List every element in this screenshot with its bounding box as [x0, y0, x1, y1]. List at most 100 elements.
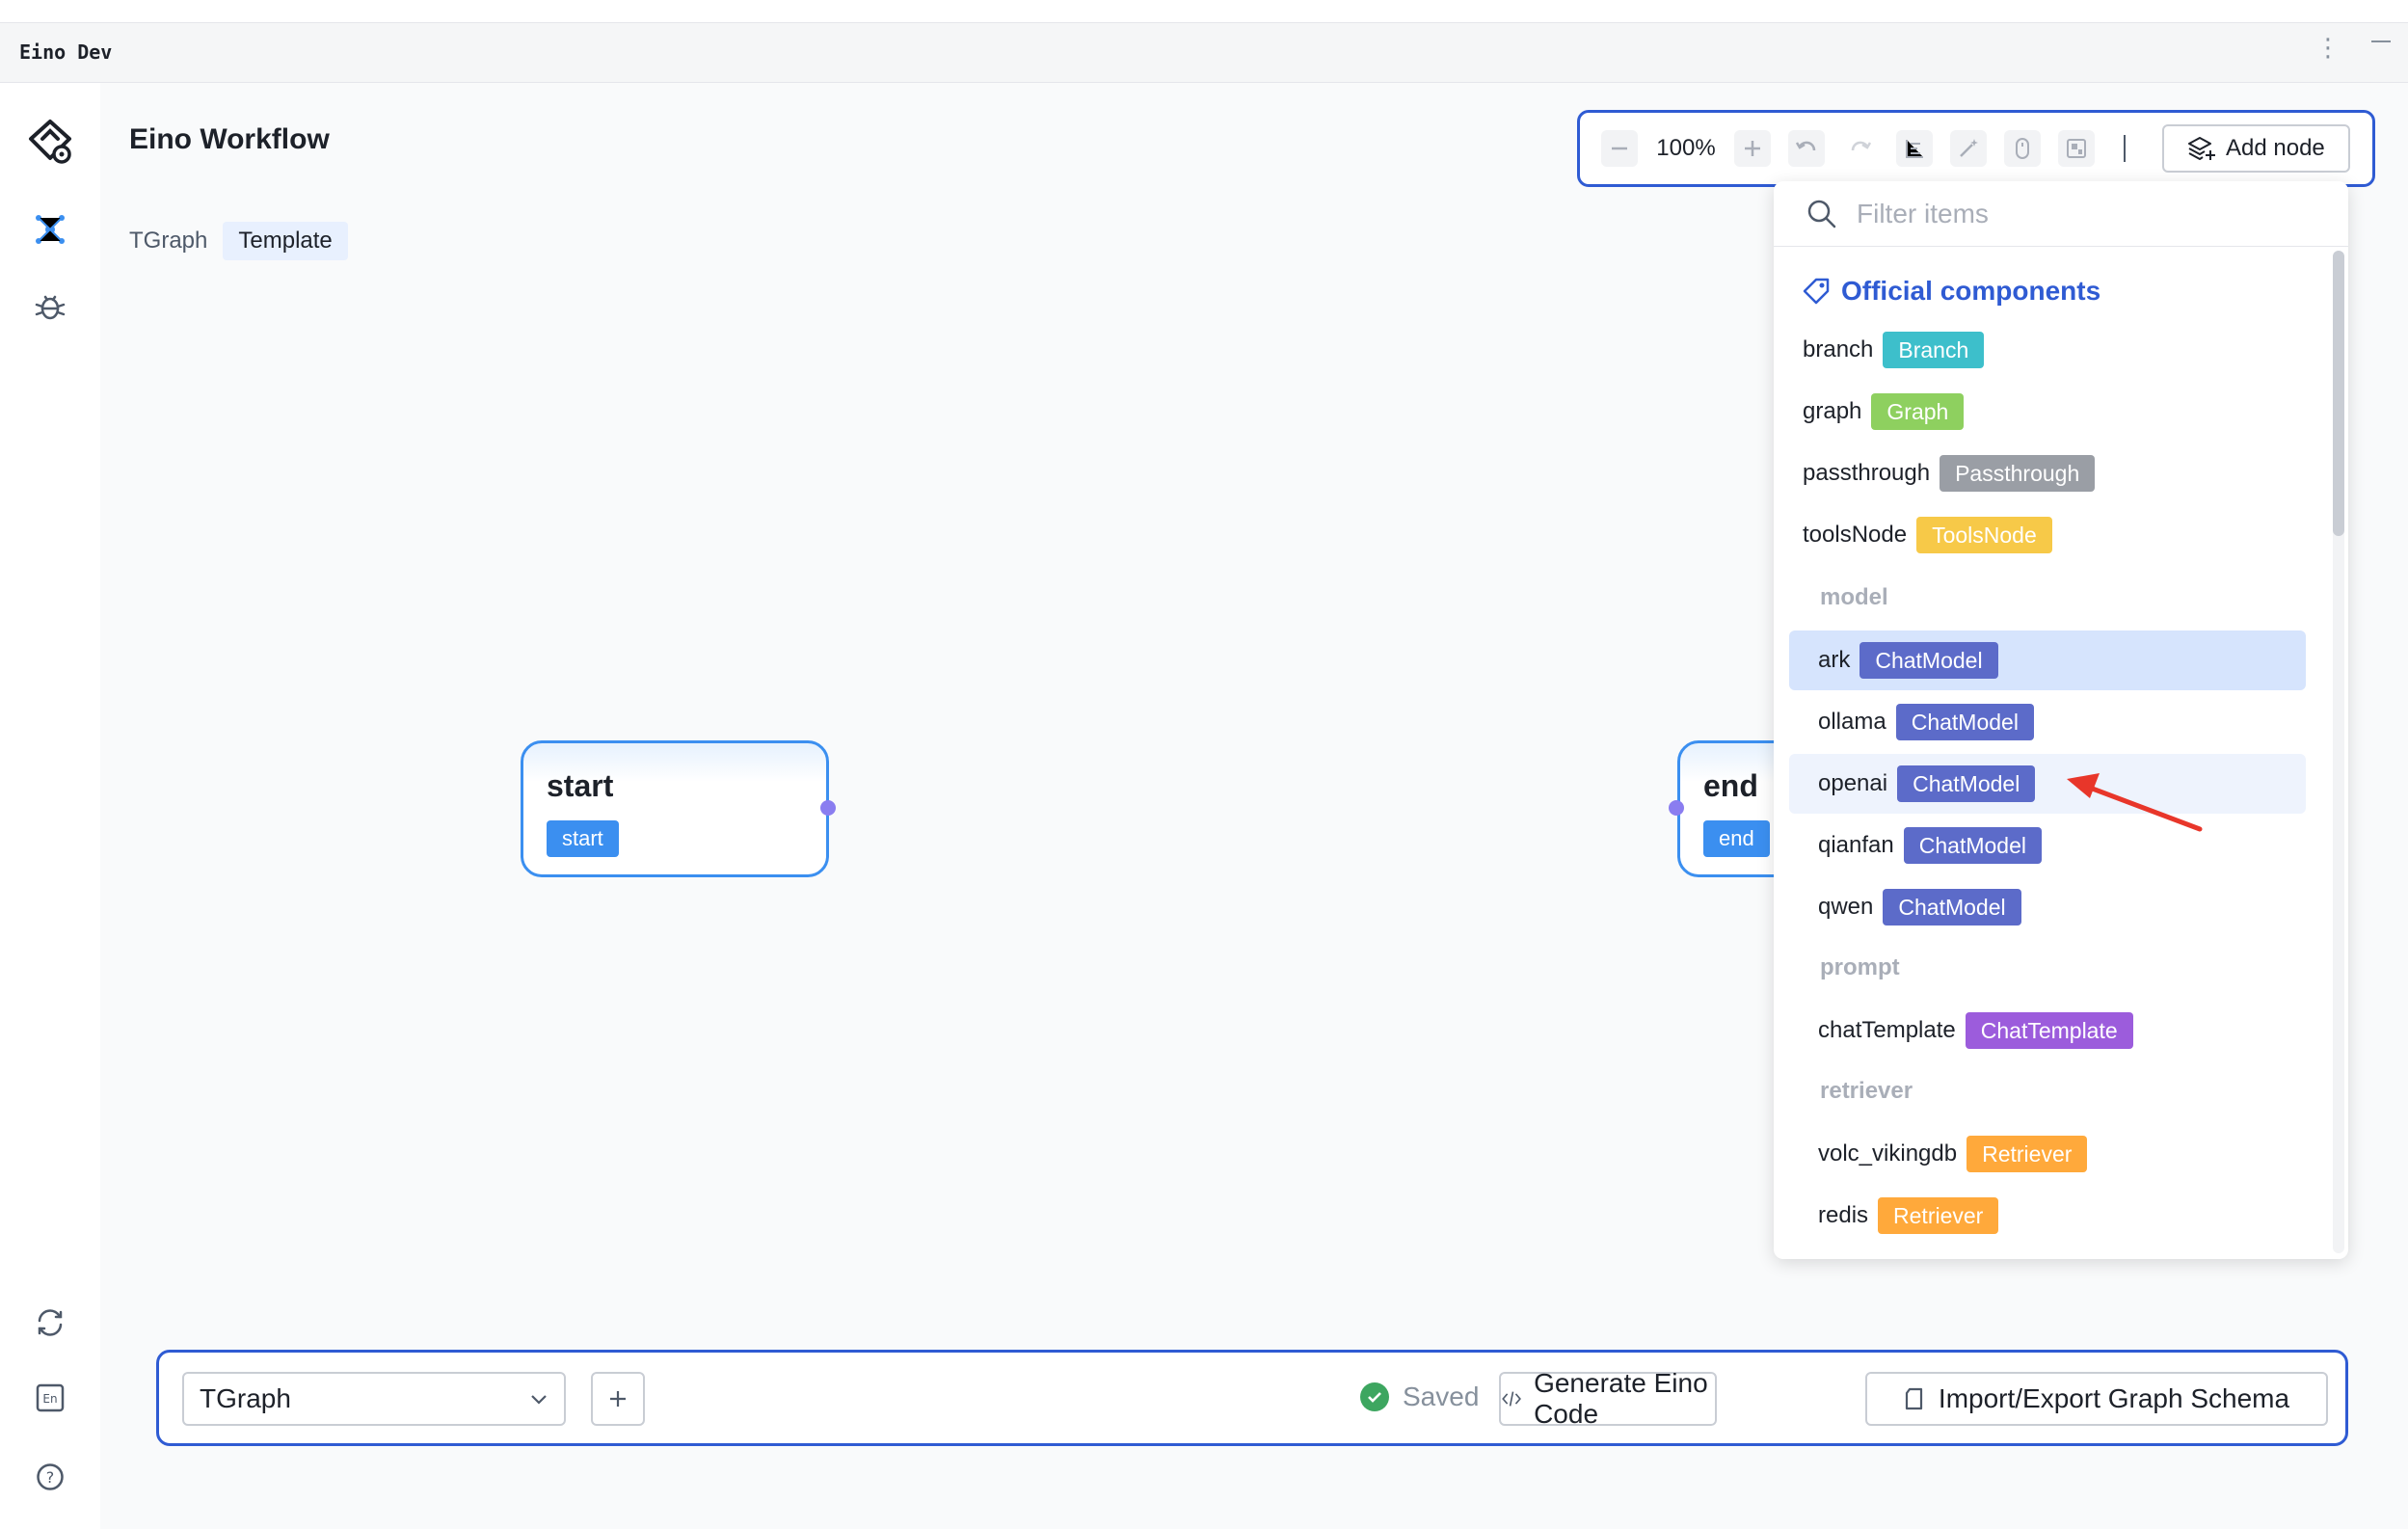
filter-bar	[1774, 181, 2348, 247]
import-export-schema-button[interactable]: Import/Export Graph Schema	[1865, 1372, 2328, 1426]
component-type-chip: ChatModel	[1883, 889, 2021, 925]
sync-icon[interactable]	[31, 1303, 69, 1342]
minimize-icon[interactable]	[2371, 40, 2391, 42]
more-vertical-icon[interactable]: ⋮	[2315, 33, 2341, 62]
component-item-qwen[interactable]: qwen ChatModel	[1789, 877, 2306, 937]
app-title: Eino Dev	[19, 40, 113, 64]
official-components-title: Official components	[1841, 276, 2101, 306]
component-name: volc_vikingdb	[1818, 1140, 1958, 1167]
component-item-toolsnode[interactable]: toolsNode ToolsNode	[1789, 505, 2306, 565]
help-icon[interactable]: ?	[31, 1458, 69, 1496]
component-type-chip: Graph	[1871, 393, 1965, 430]
add-node-button[interactable]: Add node	[2162, 124, 2350, 173]
component-name: toolsNode	[1803, 522, 1908, 548]
language-en-icon[interactable]: En	[31, 1379, 69, 1417]
breadcrumb-graph[interactable]: TGraph	[129, 228, 208, 254]
component-item-ark[interactable]: ark ChatModel	[1789, 630, 2306, 690]
component-name: ollama	[1818, 709, 1886, 735]
canvas-toolbar: 100% Add node	[1577, 110, 2375, 187]
component-type-chip: ChatTemplate	[1965, 1012, 2133, 1049]
component-item-branch[interactable]: branch Branch	[1789, 320, 2306, 380]
component-item-graph[interactable]: graph Graph	[1789, 382, 2306, 442]
zoom-out-button[interactable]	[1601, 130, 1638, 167]
add-graph-button[interactable]	[591, 1372, 645, 1426]
layers-plus-icon	[2188, 137, 2215, 160]
component-type-chip: ChatModel	[1860, 642, 1998, 679]
component-item-volc-vikingdb[interactable]: volc_vikingdb Retriever	[1789, 1124, 2306, 1184]
tag-icon	[1803, 278, 1830, 305]
breadcrumb: TGraph Template	[129, 222, 348, 260]
component-type-chip: ChatModel	[1903, 827, 2042, 864]
model-section-title: model	[1820, 584, 1888, 610]
undo-button[interactable]	[1788, 130, 1825, 167]
svg-text:?: ?	[46, 1468, 55, 1487]
component-name: redis	[1818, 1202, 1869, 1228]
component-name: graph	[1803, 398, 1862, 424]
component-name: ark	[1818, 647, 1851, 673]
zoom-in-button[interactable]	[1734, 130, 1771, 167]
breadcrumb-template-tag[interactable]: Template	[223, 222, 348, 260]
component-type-chip: ChatModel	[1895, 704, 2034, 740]
code-icon	[1502, 1391, 1521, 1407]
magic-wand-icon[interactable]	[1950, 130, 1987, 167]
minimap-icon[interactable]	[2058, 130, 2095, 167]
component-item-chattemplate[interactable]: chatTemplate ChatTemplate	[1789, 1001, 2306, 1060]
toolbar-divider	[2124, 135, 2126, 162]
left-rail: En ?	[0, 83, 100, 1529]
page-title: Eino Workflow	[129, 123, 330, 155]
mouse-icon[interactable]	[2004, 130, 2041, 167]
component-type-chip: Retriever	[1878, 1197, 1999, 1234]
component-type-chip: Passthrough	[1940, 455, 2096, 492]
end-node-title: end	[1703, 768, 1758, 803]
clipboard-icon	[1905, 1387, 1923, 1410]
window-title-bar: Eino Dev ⋮	[0, 0, 2408, 83]
annotation-arrow-icon	[2067, 773, 2203, 832]
component-name: branch	[1803, 336, 1874, 362]
save-status-label: Saved	[1403, 1381, 1480, 1411]
component-type-chip: ToolsNode	[1916, 517, 2052, 553]
search-icon	[1807, 200, 1836, 228]
start-node-output-port[interactable]	[820, 800, 836, 816]
component-item-qianfan[interactable]: qianfan ChatModel	[1789, 816, 2306, 875]
eino-logo-icon	[25, 118, 75, 168]
import-export-schema-label: Import/Export Graph Schema	[1938, 1383, 2290, 1413]
start-node-title: start	[547, 768, 614, 803]
prompt-section-title: prompt	[1820, 954, 1900, 980]
graph-select[interactable]: TGraph	[182, 1372, 566, 1426]
dropdown-scroll-thumb[interactable]	[2333, 251, 2344, 536]
graph-select-value: TGraph	[200, 1383, 291, 1413]
bottom-action-bar: TGraph Saved Generate Eino Code Import/E…	[156, 1350, 2348, 1446]
chevron-down-icon	[531, 1395, 547, 1405]
add-node-dropdown: Official components branch Branch graph …	[1774, 181, 2348, 1259]
save-status: Saved	[1360, 1381, 1479, 1412]
debug-bug-icon[interactable]	[31, 287, 69, 326]
component-type-chip: ChatModel	[1897, 765, 2036, 802]
component-item-redis[interactable]: redis Retriever	[1789, 1186, 2306, 1246]
component-type-chip: Branch	[1883, 332, 1985, 368]
end-node-tag: end	[1703, 820, 1770, 857]
end-node-input-port[interactable]	[1669, 800, 1684, 816]
generate-eino-code-label: Generate Eino Code	[1534, 1368, 1708, 1429]
filter-items-input[interactable]	[1857, 198, 2300, 229]
component-name: qianfan	[1818, 832, 1894, 858]
component-name: openai	[1818, 770, 1888, 796]
component-name: chatTemplate	[1818, 1017, 1956, 1043]
component-name: passthrough	[1803, 460, 1931, 486]
dropdown-scrollbar[interactable]	[2333, 251, 2344, 1253]
start-node-tag: start	[547, 820, 619, 857]
retriever-section-title: retriever	[1820, 1078, 1913, 1104]
component-item-ollama[interactable]: ollama ChatModel	[1789, 692, 2306, 752]
component-item-openai[interactable]: openai ChatModel	[1789, 754, 2306, 814]
plus-icon	[610, 1391, 626, 1407]
workflow-nav-icon[interactable]	[31, 210, 69, 249]
layout-icon[interactable]	[1896, 130, 1933, 167]
component-item-passthrough[interactable]: passthrough Passthrough	[1789, 443, 2306, 503]
start-node[interactable]: start start	[521, 740, 829, 877]
generate-eino-code-button[interactable]: Generate Eino Code	[1499, 1368, 1717, 1429]
zoom-level: 100%	[1656, 135, 1716, 161]
check-circle-icon	[1360, 1382, 1389, 1411]
svg-text:En: En	[42, 1392, 57, 1406]
component-name: qwen	[1818, 894, 1874, 920]
add-node-label: Add node	[2226, 135, 2325, 161]
redo-button[interactable]	[1842, 130, 1879, 167]
